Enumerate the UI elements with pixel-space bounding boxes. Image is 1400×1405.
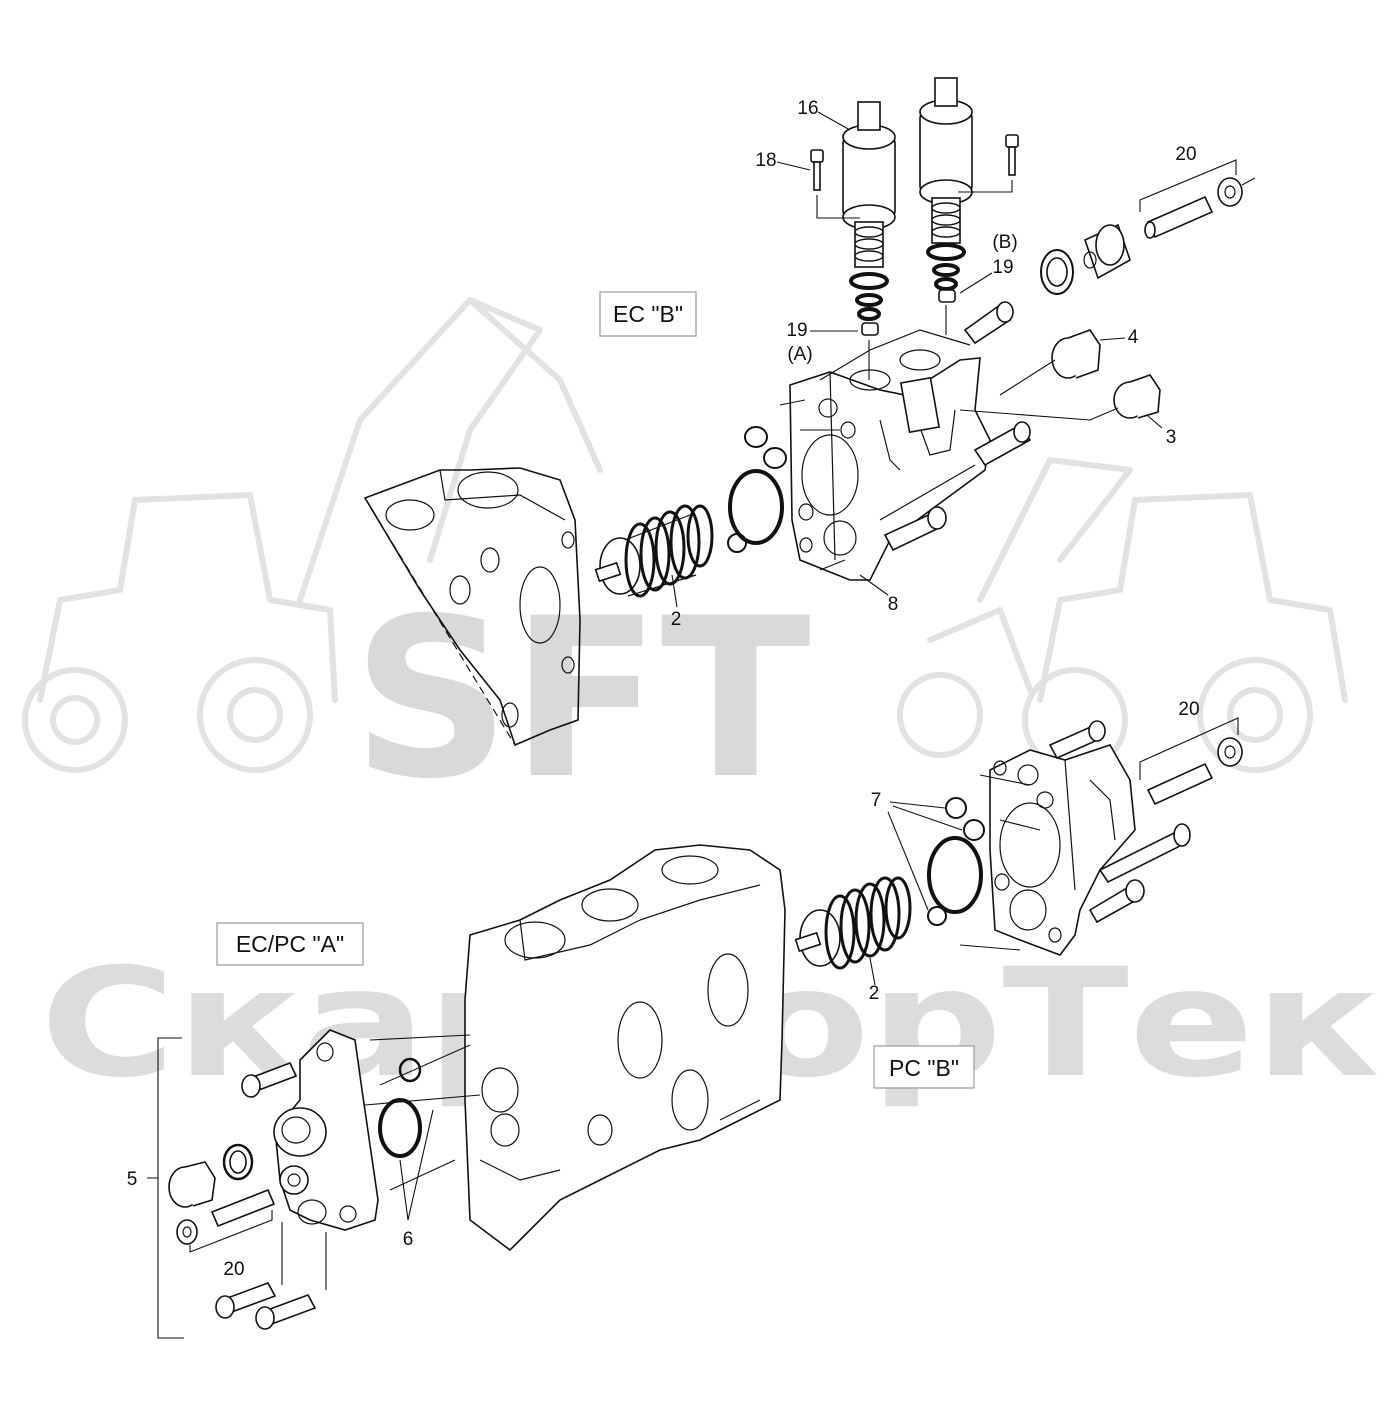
label-pc-b: PC "B": [889, 1055, 959, 1081]
watermark-tractor-right-icon: [897, 457, 1348, 773]
callout-4: 4: [1128, 327, 1139, 348]
o-ring-icon: [887, 797, 985, 926]
callout-19-left: 19: [786, 320, 807, 341]
callout-2-top: 2: [671, 609, 682, 630]
plug-icon: [1040, 159, 1256, 295]
label-ecpc-a: EC/PC "A": [236, 931, 344, 957]
assembly-lines: [364, 399, 1041, 1191]
label-box-ec-b: EC "B": [599, 291, 697, 337]
callout-16: 16: [797, 98, 818, 119]
callout-7: 7: [871, 790, 882, 811]
watermark-brand: SFT: [352, 571, 811, 827]
end-cover-upper-icon: [789, 329, 991, 581]
watermark-tractor-left-icon: [22, 297, 603, 773]
callout-20-bottom: 20: [223, 1259, 244, 1280]
end-cover-lower-icon: [989, 717, 1243, 956]
callout-5: 5: [127, 1169, 138, 1190]
callout-b: (B): [992, 232, 1017, 253]
callout-20-mid: 20: [1178, 699, 1199, 720]
spring-icon: [794, 876, 912, 986]
o-ring-icon: [727, 426, 787, 553]
bolt-icon: [810, 134, 1019, 219]
label-box-ecpc-a: EC/PC "A": [216, 922, 364, 966]
callout-a: (A): [787, 344, 812, 365]
solenoid-valve-right-icon: [919, 77, 973, 335]
group-bracket: [147, 1037, 184, 1339]
callout-18: 18: [755, 150, 776, 171]
callout-6: 6: [403, 1229, 414, 1250]
callout-8: 8: [888, 594, 899, 615]
plug-icon: [959, 329, 1163, 429]
callout-19-right: 19: [992, 257, 1013, 278]
label-ec-b: EC "B": [613, 301, 683, 327]
valve-block-lower-icon: [464, 844, 786, 1252]
valve-block-upper-icon: [363, 467, 581, 747]
solenoid-valve-left-icon: [842, 101, 896, 380]
o-ring-icon: [378, 1057, 434, 1221]
bolt-icon: [883, 301, 1032, 552]
callout-2-bottom: 2: [869, 983, 880, 1004]
spring-icon: [594, 504, 714, 598]
label-box-pc-b: PC "B": [873, 1045, 975, 1089]
callout-3: 3: [1166, 427, 1177, 448]
callout-20-top: 20: [1175, 144, 1196, 165]
end-cover-left-icon: [168, 1029, 379, 1330]
